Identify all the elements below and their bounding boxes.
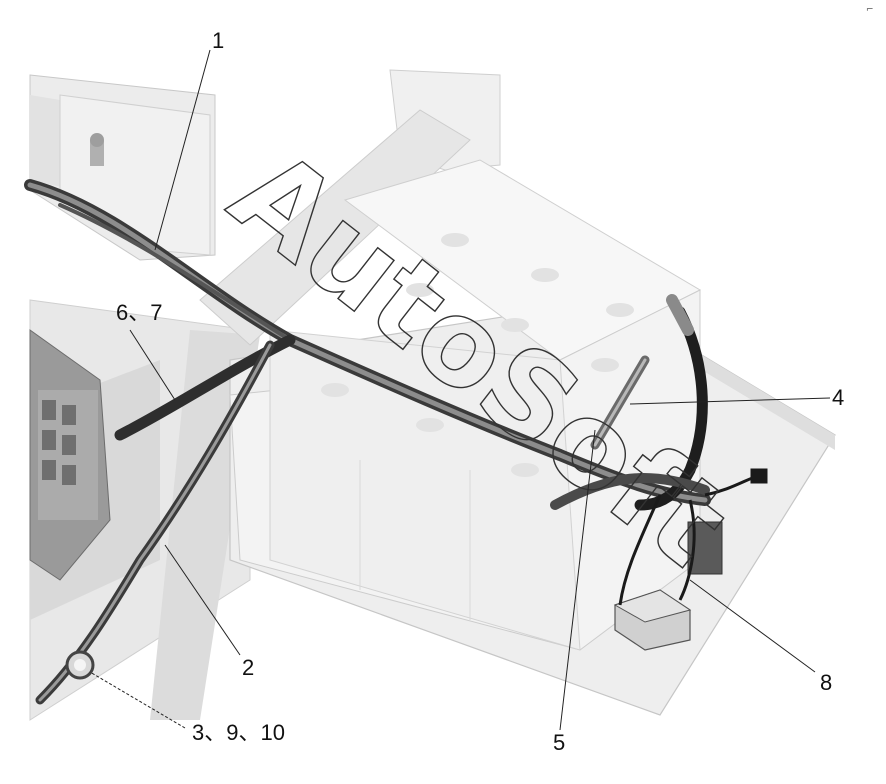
callout-3-9-10: 3、9、10: [192, 720, 285, 745]
battery-cable-5: [550, 473, 710, 510]
callout-8: 8: [820, 670, 832, 695]
corner-mark: ⌐: [866, 5, 874, 15]
battery-link-cable-4: [590, 355, 650, 450]
wiring-to-module: [618, 468, 768, 606]
callout-4: 4: [832, 385, 844, 410]
callout-1: 1: [212, 28, 224, 53]
grommet-3-9-10: [65, 650, 95, 680]
callout-5: 5: [553, 730, 565, 755]
battery-block: [229, 159, 702, 651]
callout-2: 2: [242, 655, 254, 680]
control-module: [613, 589, 692, 651]
callout-6-7: 6、7: [116, 300, 162, 325]
engine-component-left: [29, 329, 111, 581]
leader-lines: [89, 49, 831, 731]
battery-cable-positive: [634, 294, 708, 511]
